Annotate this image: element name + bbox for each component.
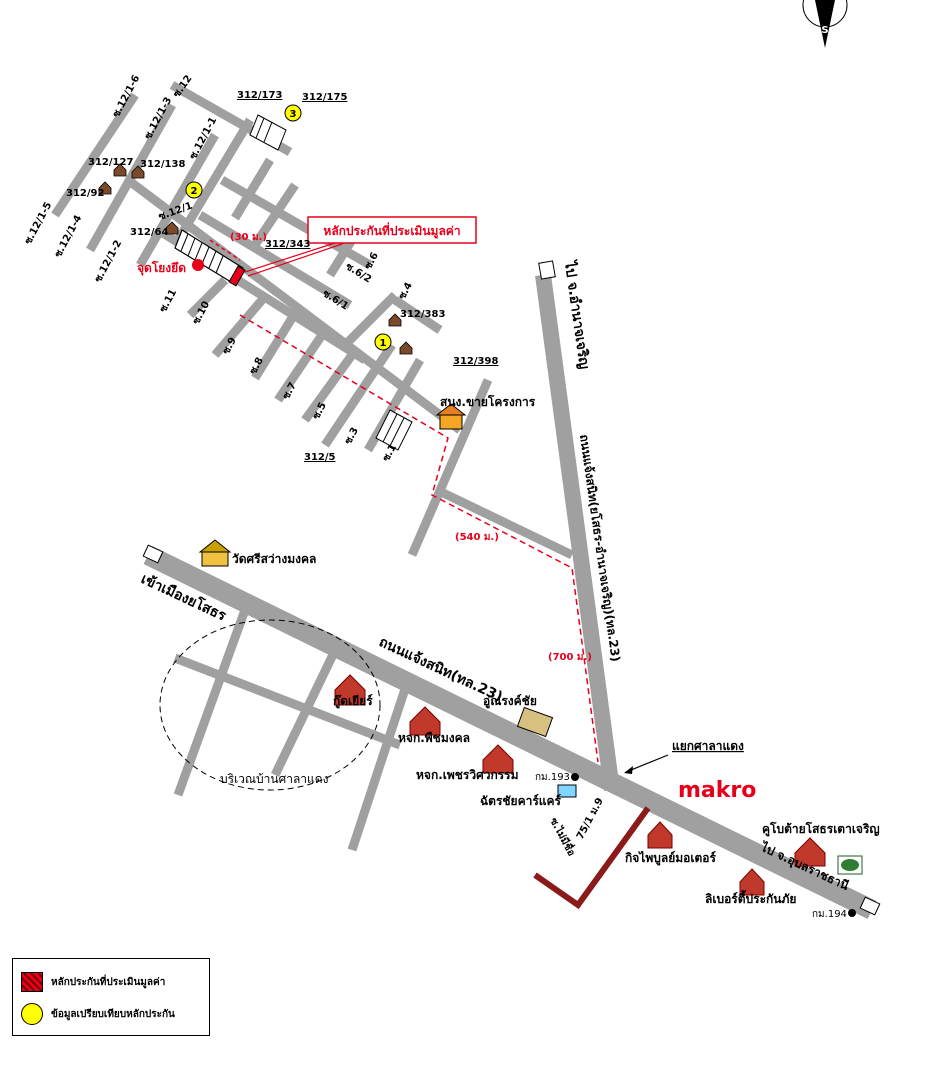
soi-75-1-road <box>533 806 651 910</box>
road-soi-10 <box>211 297 266 358</box>
comparison-swatch <box>21 1003 43 1025</box>
road-upper-cross <box>392 296 443 334</box>
distance-700m: (700 ม.) <box>548 652 592 663</box>
plot-312-343: 312/343 <box>265 239 310 250</box>
petchwisawakam-label: หจก.เพชรวิศวกรรม <box>416 768 519 782</box>
kubota-label: คูโบต้ายโสธรเตาเจริญ <box>762 821 880 837</box>
temple-label: วัดศรีสว่างมงคล <box>232 552 316 566</box>
road-soi-6b <box>231 157 274 221</box>
plot-312-127: 312/127 <box>88 157 133 168</box>
road-sala-daeng-4 <box>347 678 413 852</box>
comparison-marker-3: 3 <box>284 104 302 122</box>
svg-text:S: S <box>821 25 828 36</box>
comparison-marker-2: 2 <box>185 181 203 199</box>
road-soi-3 <box>364 357 424 453</box>
km-194-label: กม.194 <box>812 909 847 920</box>
ourangsi-label: อู่ณรงค์ชัย <box>483 694 537 709</box>
plot-312-92: 312/92 <box>66 188 104 199</box>
road-sala-daeng-2 <box>173 608 250 797</box>
plot-312-398: 312/398 <box>453 356 498 367</box>
route-dashed <box>239 314 599 763</box>
collateral-block <box>174 229 246 287</box>
plot-312-383: 312/383 <box>400 309 445 320</box>
plot-312-175: 312/175 <box>302 92 347 103</box>
plot-labels: 312/173 312/175 312/127 312/138 312/92 3… <box>66 90 498 463</box>
map-labels: จุดโยงยึด (30 ม.) (540 ม.) (700 ม.) สนง.… <box>137 232 880 920</box>
collateral-swatch <box>21 972 43 992</box>
road-soi-6 <box>251 182 299 248</box>
makro-label: makro <box>678 778 756 803</box>
chatchai-label: ฉัตรชัยคาร์แคร์ <box>480 794 562 808</box>
svg-text:1: 1 <box>380 338 387 349</box>
comparison-marker-1: 1 <box>374 333 392 351</box>
road-sign-icon <box>142 260 881 916</box>
ban-sala-daeng-area <box>159 619 381 791</box>
carcare-icon <box>557 784 577 798</box>
highway-23-main <box>143 546 877 919</box>
route-30m <box>209 239 241 261</box>
start-point-label: จุดโยงยึด <box>137 260 186 276</box>
kitphaibun-label: กิจไพบูลย์มอเตอร์ <box>625 850 716 866</box>
road-soi-11 <box>186 276 229 319</box>
road-soi-9 <box>251 315 296 381</box>
plot-312-138: 312/138 <box>140 159 185 170</box>
road-to-yasothon-link <box>435 485 574 560</box>
plot-312-64: 312/64 <box>130 227 168 238</box>
sala-daeng-junction-label: แยกศาลาแดง <box>672 739 744 753</box>
highway-23-north <box>535 273 620 792</box>
house-icon <box>98 163 413 355</box>
legend-item-collateral: หลักประกันที่ประเมินมูลค่า <box>21 971 165 993</box>
plot-312-173: 312/173 <box>237 90 282 101</box>
km-193-label: กม.193 <box>535 772 570 783</box>
distance-540m: (540 ม.) <box>455 532 499 543</box>
road-soi-8 <box>274 332 326 403</box>
sales-office-label: สนง.ขายโครงการ <box>440 394 536 409</box>
phetmongkhon-label: หจก.พืชมงคล <box>398 731 470 745</box>
svg-text:ซ.12/1-4: ซ.12/1-4 <box>53 213 84 259</box>
sales-office-icon <box>435 403 467 430</box>
svg-text:ซ.12/1-5: ซ.12/1-5 <box>23 200 54 246</box>
address-75-1-label: 75/1 ม.9 <box>575 796 606 841</box>
road-soi-4 <box>341 291 399 349</box>
road-network <box>51 81 877 919</box>
svg-text:ซ.11: ซ.11 <box>158 288 179 315</box>
road-soi-5 <box>321 342 396 448</box>
road-soi-12-1 <box>174 117 254 243</box>
map-legend: หลักประกันที่ประเมินมูลค่า ข้อมูลเปรียบเ… <box>12 958 210 1036</box>
to-amnat-label: ไป จ.อำนาจเจริญ <box>561 258 594 370</box>
shop-icon <box>334 674 826 896</box>
svg-text:ซ.3: ซ.3 <box>343 426 361 447</box>
svg-text:2: 2 <box>191 186 198 197</box>
km-marker-icon <box>571 773 856 917</box>
bank-icon <box>837 855 863 875</box>
legend-label-collateral: หลักประกันที่ประเมินมูลค่า <box>51 976 166 988</box>
road-soi-6-1 <box>197 211 353 309</box>
goodyear-label: กู๊ดเยียร์ <box>333 694 373 709</box>
road-soi-12-1-1 <box>136 132 219 268</box>
legend-item-comparison: ข้อมูลเปรียบเทียบหลักประกัน <box>21 1003 175 1025</box>
start-point-dot <box>192 259 204 271</box>
garage-icon <box>516 706 554 738</box>
svg-text:3: 3 <box>290 109 297 120</box>
lot-312-173-block <box>249 114 287 151</box>
compass-rose: S <box>802 0 848 48</box>
distance-30m: (30 ม.) <box>230 232 267 243</box>
road-central-diag <box>407 378 493 557</box>
ban-sala-daeng-label: บริเวณบ้านศาลาแดง <box>220 772 328 786</box>
road-sala-daeng-1 <box>173 653 402 750</box>
plot-312-5: 312/5 <box>304 452 336 463</box>
temple-icon <box>198 539 232 567</box>
road-soi-7 <box>301 352 356 423</box>
road-soi-12-1-6 <box>51 92 139 218</box>
liberty-label: ลิเบอร์ตี้ประกันภัย <box>705 889 796 906</box>
lot-312-5-block <box>375 409 413 451</box>
road-sala-daeng-3 <box>270 638 345 777</box>
collateral-callout: หลักประกันที่ประเมินมูลค่า <box>244 216 477 277</box>
svg-text:หลักประกันที่ประเมินมูลค่า: หลักประกันที่ประเมินมูลค่า <box>323 222 460 239</box>
svg-text:ซ.4: ซ.4 <box>397 281 415 302</box>
legend-label-comparison: ข้อมูลเปรียบเทียบหลักประกัน <box>51 1008 175 1020</box>
road-soi-12-1-3 <box>86 102 176 253</box>
svg-text:ซ.6: ซ.6 <box>363 251 381 272</box>
